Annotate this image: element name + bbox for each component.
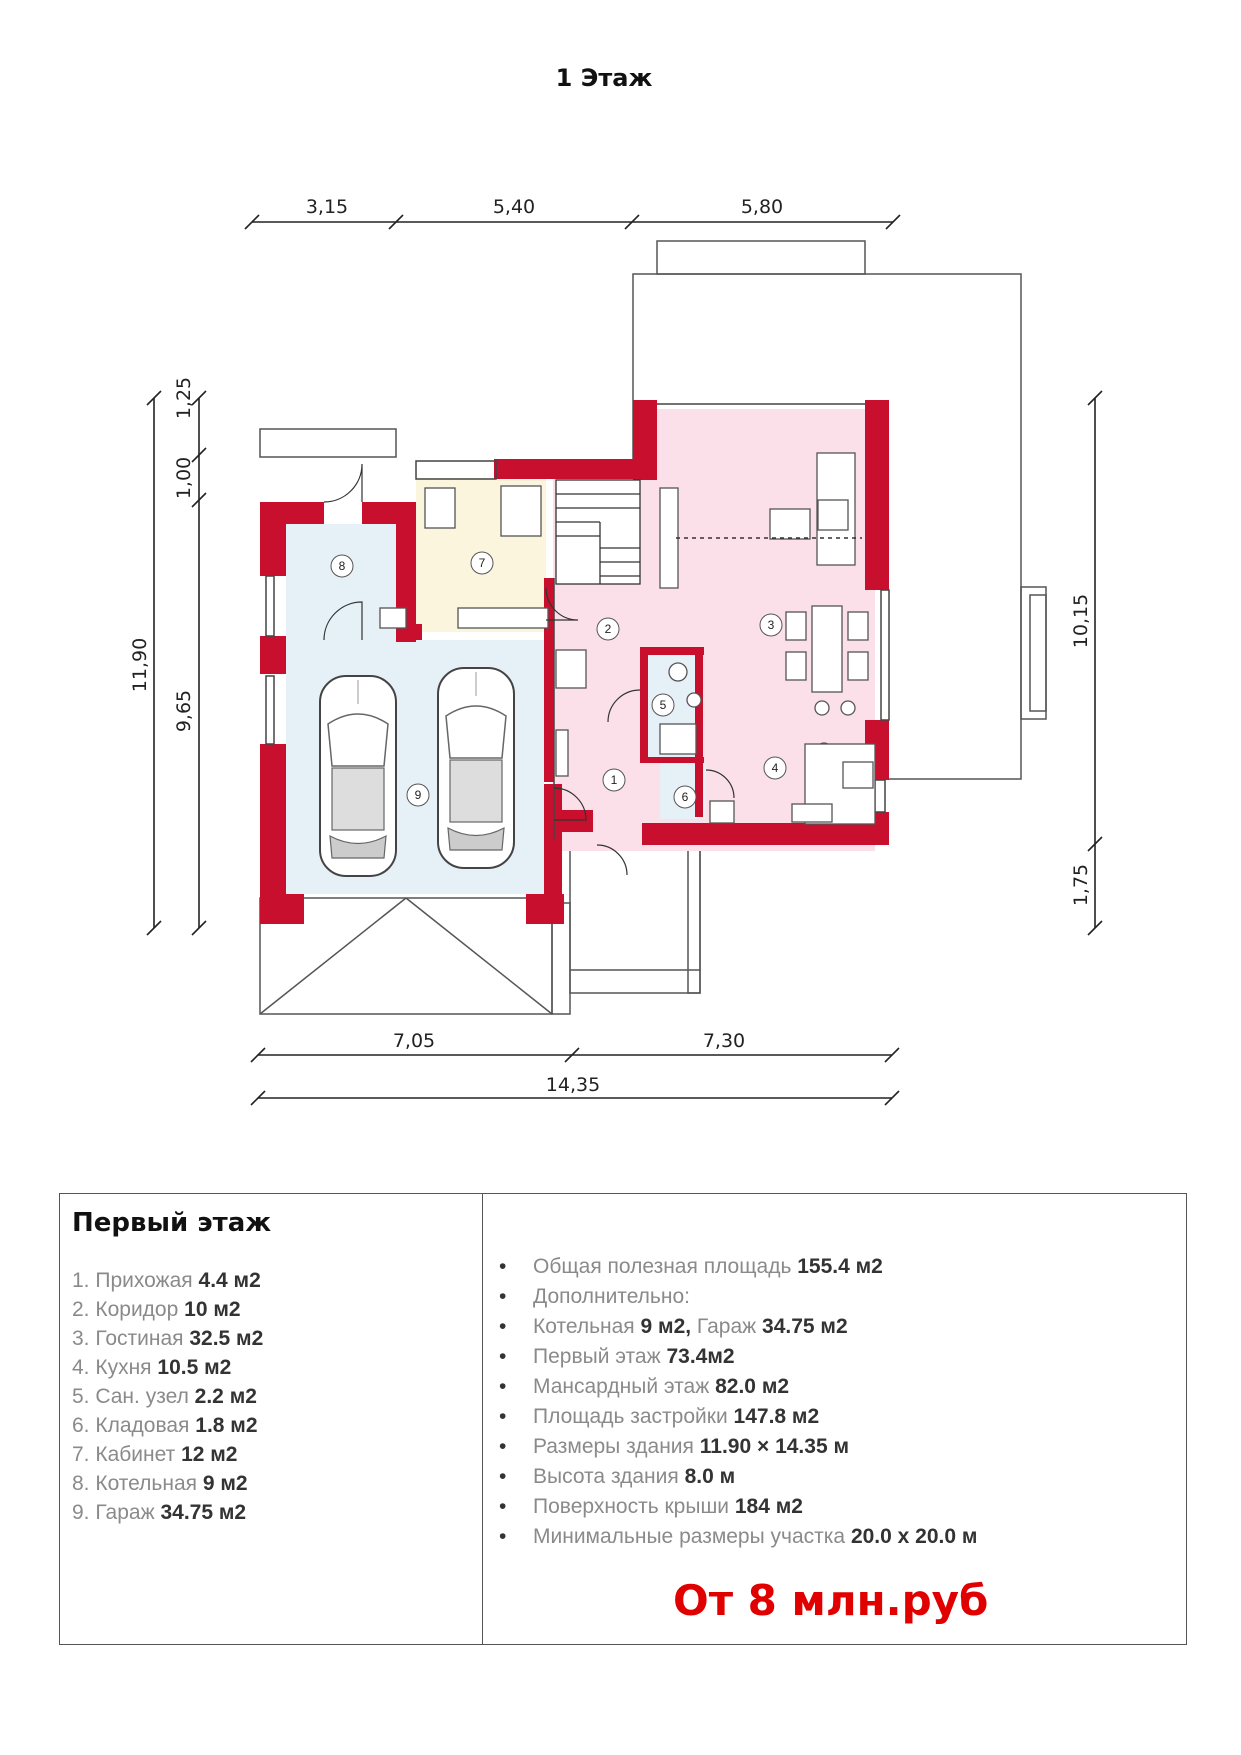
dim-left-inner-3: 9,65	[173, 690, 195, 732]
dim-top-1: 3,15	[306, 196, 348, 218]
room-item: 4. Кухня 10.5 м2	[72, 1356, 232, 1379]
room-number-7: 7	[479, 556, 486, 570]
room-number-5: 5	[660, 698, 667, 712]
spec-footprint: •Площадь застройки 147.8 м2	[499, 1405, 820, 1428]
room-number-3: 3	[768, 618, 775, 632]
room-item: 3. Гостиная 32.5 м2	[72, 1327, 264, 1350]
door-icons	[323, 463, 735, 876]
price-label: От 8 млн.руб	[673, 1576, 989, 1625]
room-item: 7. Кабинет 12 м2	[72, 1443, 238, 1466]
room-markers	[330, 551, 787, 809]
room-item: 5. Сан. узел 2.2 м2	[72, 1385, 257, 1408]
dim-bottom-1: 7,05	[393, 1030, 435, 1052]
room-number-4: 4	[772, 761, 779, 775]
dim-total: 14,35	[546, 1074, 600, 1096]
page-title: 1 Этаж	[555, 64, 653, 92]
room-item: 1. Прихожая 4.4 м2	[72, 1269, 261, 1292]
spec-attic: •Мансардный этаж 82.0 м2	[499, 1375, 790, 1398]
spec-boiler-garage: •Котельная 9 м2, Гараж 34.75 м2	[499, 1315, 848, 1338]
dim-left-inner-1: 1,25	[173, 377, 195, 419]
dimension-lines	[146, 214, 1103, 1106]
spec-size: •Размеры здания 11.90 × 14.35 м	[499, 1435, 849, 1458]
dim-left-outer: 11,90	[129, 638, 151, 692]
spec-plot: •Минимальные размеры участка 20.0 х 20.0…	[499, 1525, 978, 1548]
room-number-9: 9	[415, 788, 422, 802]
spec-column: •Общая полезная площадь 155.4 м2 •Дополн…	[483, 1194, 1186, 1644]
walls	[260, 400, 889, 924]
room-number-1: 1	[611, 773, 618, 787]
room-list-column: Первый этаж 1. Прихожая 4.4 м2 2. Коридо…	[60, 1194, 483, 1644]
floor-plan: 3,15 5,40 5,80 7,05 7,30 14,35 11,90 1,2…	[129, 196, 1103, 1106]
room-number-8: 8	[339, 559, 346, 573]
room-item: 6. Кладовая 1.8 м2	[72, 1414, 258, 1437]
dim-bottom-2: 7,30	[703, 1030, 745, 1052]
furniture	[379, 452, 876, 825]
spec-useful-area: •Общая полезная площадь 155.4 м2	[499, 1255, 883, 1278]
spec-first-floor: •Первый этаж 73.4м2	[499, 1345, 735, 1368]
room-item: 8. Котельная 9 м2	[72, 1472, 248, 1495]
spec-roof: •Поверхность крыши 184 м2	[499, 1495, 803, 1518]
summary-title: Первый этаж	[72, 1208, 272, 1238]
summary-table: Первый этаж 1. Прихожая 4.4 м2 2. Коридо…	[59, 1193, 1187, 1645]
dim-top-2: 5,40	[493, 196, 535, 218]
room-number-2: 2	[605, 622, 612, 636]
car-icon-right	[437, 667, 515, 869]
dim-right-1: 10,15	[1070, 594, 1092, 648]
dim-top-3: 5,80	[741, 196, 783, 218]
car-icon-left	[319, 675, 397, 877]
spec-list: •Общая полезная площадь 155.4 м2 •Дополн…	[499, 1252, 1186, 1552]
dim-right-2: 1,75	[1070, 864, 1092, 906]
room-item: 9. Гараж 34.75 м2	[72, 1501, 247, 1524]
spec-height: •Высота здания 8.0 м	[499, 1465, 736, 1488]
room-item: 2. Коридор 10 м2	[72, 1298, 241, 1321]
spec-additional: •Дополнительно:	[499, 1285, 690, 1308]
room-list: 1. Прихожая 4.4 м2 2. Коридор 10 м2 3. Г…	[72, 1266, 482, 1527]
stair-icon	[555, 479, 641, 585]
inner-lines	[265, 403, 890, 840]
room-number-6: 6	[682, 790, 689, 804]
dim-left-inner-2: 1,00	[173, 457, 195, 499]
